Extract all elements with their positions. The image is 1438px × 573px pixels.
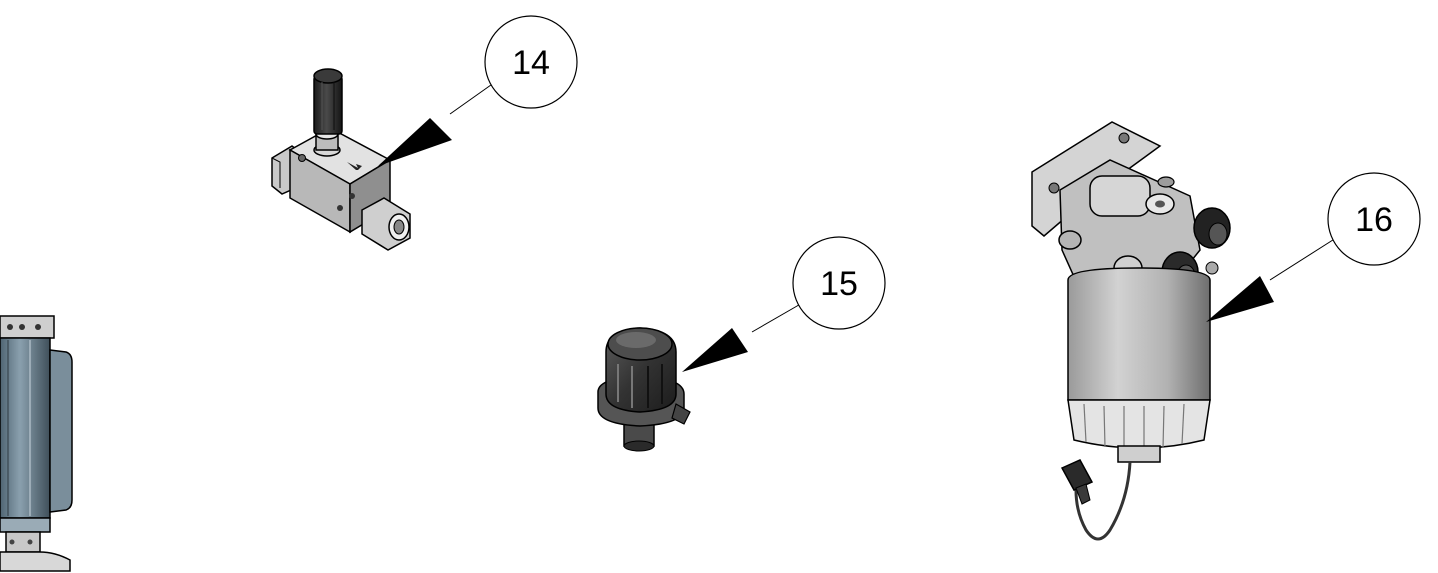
- callout-15: 15: [682, 236, 886, 372]
- callout-14-label: 14: [512, 44, 550, 82]
- hand-primer-pump: [271, 68, 411, 251]
- callout-16: 16: [1206, 172, 1421, 322]
- callout-15-label: 15: [820, 265, 858, 303]
- fuel-filter-water-separator: [1031, 121, 1231, 541]
- partial-machine-left: [0, 315, 73, 572]
- breather-cap: [597, 327, 691, 452]
- callout-14: 14: [378, 15, 578, 166]
- callout-16-label: 16: [1355, 201, 1393, 239]
